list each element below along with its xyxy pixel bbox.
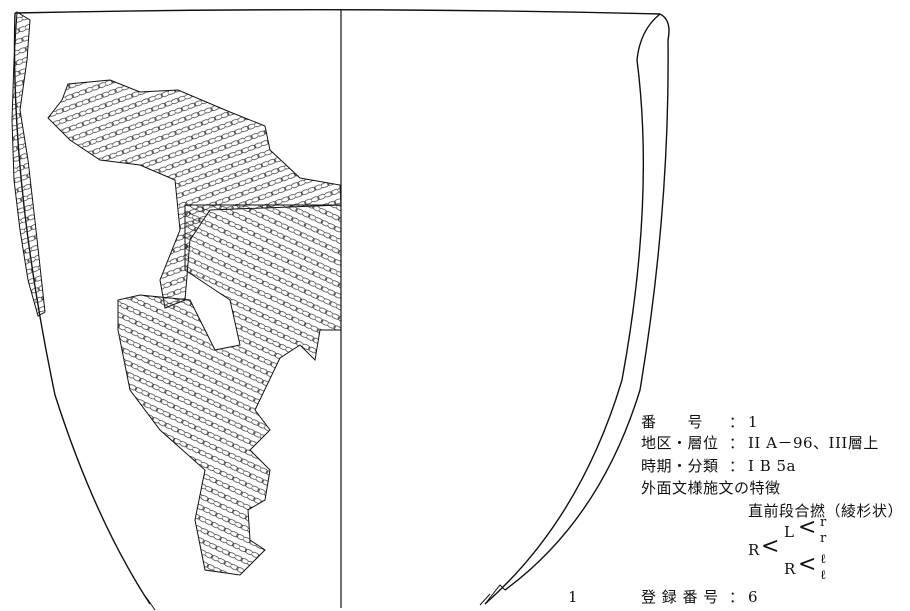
technique: 直前段合撚（綾杉状） [748, 502, 904, 520]
bango-value: 1 [748, 413, 759, 431]
left-rim-fragment [11, 11, 46, 317]
toroku-colon: ： [729, 588, 745, 606]
figure-number: 1 [568, 588, 579, 606]
cord-lt-1: < [761, 534, 780, 559]
cord-R2: R [784, 560, 796, 578]
cord-R: R [748, 541, 760, 559]
right-outer-profile [484, 13, 661, 605]
cord-lt-3: < [798, 552, 817, 577]
chiku-value: II A－96、III層上 [748, 434, 879, 452]
cord-r-1: r [820, 515, 827, 530]
chiku-label: 地区・層位 [641, 434, 719, 452]
jiki-colon: ： [729, 457, 745, 475]
cord-r-2: r [820, 531, 827, 546]
chiku-colon: ： [729, 434, 745, 452]
cord-L: L [784, 523, 795, 541]
feature-title: 外面文様施文の特徴 [641, 479, 781, 497]
cord-lt-2: < [798, 515, 817, 540]
cord-l-1: ℓ [820, 552, 827, 567]
cord-l-2: ℓ [820, 568, 827, 583]
right-break [484, 584, 506, 605]
bango-colon: ： [729, 413, 745, 431]
right-inner-profile [504, 13, 670, 591]
jiki-value: I B 5a [748, 457, 796, 475]
rim-line [14, 9, 661, 15]
bango-label: 番 号 [641, 413, 704, 431]
toroku-label: 登 録 番 号 [641, 588, 719, 606]
toroku-value: 6 [748, 588, 759, 606]
jiki-label: 時期・分類 [641, 457, 719, 475]
sherd-lower [117, 204, 342, 576]
